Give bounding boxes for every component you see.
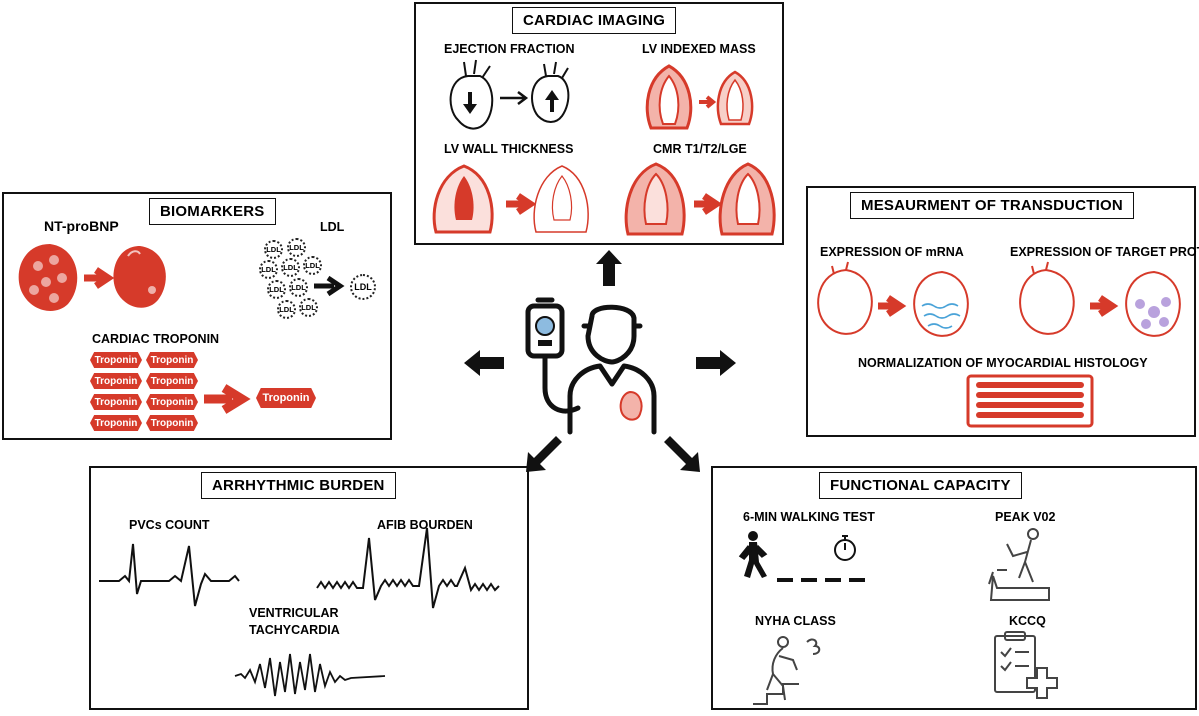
lv-wall-thickness-label: LV WALL THICKNESS — [444, 142, 574, 156]
stopwatch-icon — [834, 535, 856, 561]
kccq-label: KCCQ — [1009, 614, 1046, 628]
arrhythmic-panel: ARRHYTHMIC BURDEN PVCs COUNT AFIB BOURDE… — [89, 466, 529, 710]
mrna-label: EXPRESSION OF mRNA — [820, 245, 964, 259]
heart-icon — [113, 246, 166, 308]
cardiac-imaging-panel: CARDIAC IMAGING EJECTION FRACTION LV IND… — [414, 2, 784, 245]
heart-icon — [1125, 270, 1181, 337]
arrow-right-icon — [204, 384, 251, 414]
afib-label: AFIB BOURDEN — [377, 518, 473, 532]
lv-indexed-mass-label: LV INDEXED MASS — [642, 42, 756, 56]
peak-vo2-label: PEAK V02 — [995, 510, 1056, 524]
nt-probnp-graphic — [18, 244, 166, 311]
nt-probnp-label: NT-proBNP — [44, 218, 119, 234]
clipboard-plus-icon — [994, 631, 1058, 699]
cmr-label: CMR T1/T2/LGE — [653, 142, 747, 156]
troponin-token: Troponin — [90, 373, 142, 389]
ejection-fraction-label: EJECTION FRACTION — [444, 42, 575, 56]
histology-graphic — [966, 374, 1094, 428]
ldl-label: LDL — [320, 220, 345, 234]
walking-test-graphic — [738, 531, 865, 582]
patient-iv-icon — [525, 297, 657, 435]
ldl-particle: LDL — [289, 278, 308, 297]
ejection-fraction-graphic — [449, 59, 570, 130]
target-protein-label: EXPRESSION OF TARGET PROTEIN — [1010, 245, 1199, 259]
ldl-particle: LDL — [287, 238, 306, 257]
heart-icon — [913, 270, 969, 337]
troponin-token: Troponin — [146, 415, 198, 431]
ldl-cluster: LDL LDL LDL LDL LDL LDL LDL LDL LDL — [259, 238, 349, 324]
iv-bag-label-icon — [535, 316, 555, 346]
arrow-up-icon — [545, 90, 559, 112]
vt-label-line1: VENTRICULAR — [249, 606, 339, 620]
cmr-graphic — [624, 162, 776, 236]
arrow-right-icon — [314, 275, 345, 297]
arrow-down-icon — [463, 92, 477, 114]
lv-wall-thickness-graphic — [432, 164, 589, 234]
pvcs-label: PVCs COUNT — [129, 518, 210, 532]
heart-icon — [18, 244, 78, 311]
transduction-panel: MESAURMENT OF TRANSDUCTION EXPRESSION OF… — [806, 186, 1199, 437]
ldl-particle-single: LDL — [350, 274, 376, 300]
protein-graphic — [1019, 261, 1181, 337]
biomarkers-title: BIOMARKERS — [149, 198, 276, 225]
ldl-particle: LDL — [303, 256, 322, 275]
heart-icon — [531, 61, 570, 123]
ldl-particle: LDL — [264, 240, 283, 259]
functional-title: FUNCTIONAL CAPACITY — [819, 472, 1022, 499]
ldl-particle: LDL — [259, 260, 278, 279]
troponin-token-single: Troponin — [256, 388, 316, 408]
arrow-left-to-biomarkers — [464, 350, 504, 376]
arrhythmic-title: ARRHYTHMIC BURDEN — [201, 472, 396, 499]
ldl-particle: LDL — [299, 298, 318, 317]
heart-icon — [1019, 268, 1075, 335]
cardiac-imaging-title: CARDIAC IMAGING — [512, 7, 677, 34]
histology-label: NORMALIZATION OF MYOCARDIAL HISTOLOGY — [858, 356, 1148, 370]
arrow-up-to-imaging — [596, 250, 622, 286]
functional-panel: FUNCTIONAL CAPACITY 6-MIN WALKING TEST P… — [711, 466, 1197, 710]
troponin-token: Troponin — [146, 373, 198, 389]
transduction-title: MESAURMENT OF TRANSDUCTION — [850, 192, 1134, 219]
afib-ecg — [316, 527, 500, 609]
ldl-particle: LDL — [267, 280, 286, 299]
troponin-token: Troponin — [90, 415, 142, 431]
pvcs-ecg — [99, 543, 240, 607]
arrow-right-to-transduction — [696, 350, 736, 376]
walking-person-icon — [738, 531, 768, 578]
heart-icon — [449, 59, 494, 130]
arrow-right-icon — [1090, 295, 1119, 317]
troponin-token: Troponin — [90, 394, 142, 410]
ldl-particle: LDL — [281, 258, 300, 277]
arrow-right-icon — [84, 267, 115, 289]
lv-indexed-mass-graphic — [645, 64, 754, 130]
ldl-particle: LDL — [277, 300, 296, 319]
arrow-right-icon — [500, 91, 529, 105]
cardiac-troponin-label: CARDIAC TROPONIN — [92, 332, 220, 346]
nyha-label: NYHA CLASS — [755, 614, 836, 628]
troponin-token: Troponin — [146, 352, 198, 368]
arrow-downleft-to-arrhythmic — [526, 436, 562, 472]
troponin-token: Troponin — [146, 394, 198, 410]
troponin-grid: Troponin Troponin Troponin Troponin Trop… — [90, 350, 200, 438]
treadmill-icon — [988, 528, 1050, 601]
heart-icon — [817, 268, 873, 335]
vt-ecg — [234, 653, 386, 697]
mrna-graphic — [817, 261, 969, 337]
biomarkers-panel: BIOMARKERS NT-proBNP LDL LDL LDL LDL LDL… — [2, 192, 392, 440]
arrow-right-icon — [878, 295, 907, 317]
walking-test-label: 6-MIN WALKING TEST — [743, 510, 875, 524]
troponin-token: Troponin — [90, 352, 142, 368]
tired-person-icon — [753, 636, 821, 705]
arrow-downright-to-functional — [664, 436, 700, 472]
vt-label-line2: TACHYCARDIA — [249, 623, 340, 637]
heart-icon — [619, 390, 643, 421]
